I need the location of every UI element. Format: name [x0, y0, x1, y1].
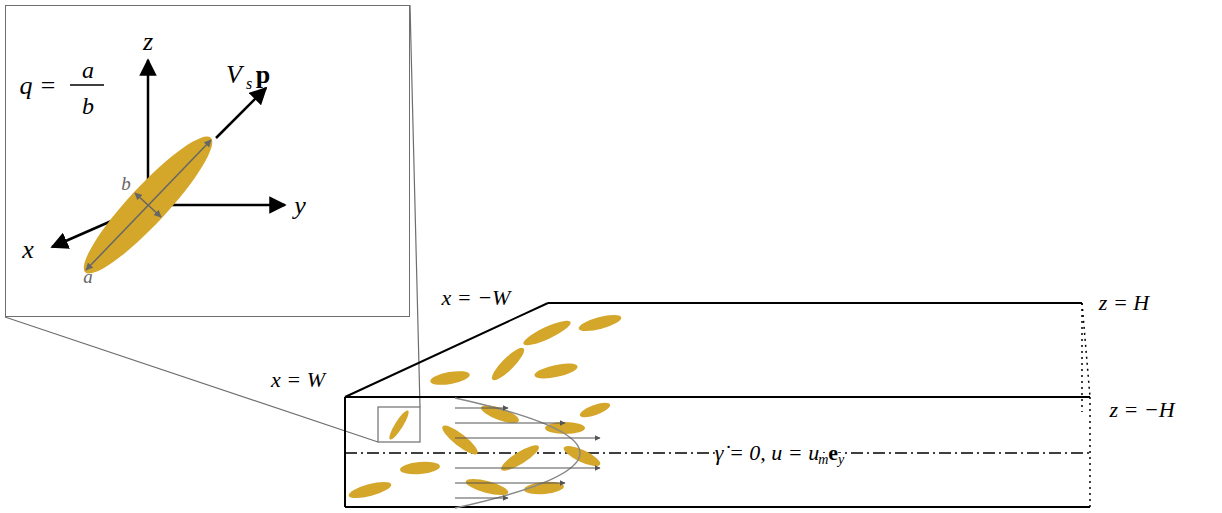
inset-box: q =abzyxbaVsp — [5, 5, 410, 317]
particle — [387, 408, 412, 441]
speed-symbol: V — [226, 62, 242, 88]
zoom-lines — [5, 5, 420, 442]
wall-label: x = W — [271, 369, 325, 391]
channel-open-end — [1082, 303, 1090, 507]
velocity-arrows — [455, 408, 600, 498]
subscript: m — [818, 453, 828, 467]
wall-label: x = −W — [442, 287, 511, 309]
axis-label: z — [143, 29, 153, 55]
axis-label: y — [294, 193, 306, 219]
velocity-profile — [455, 398, 580, 508]
direction-vector: p — [256, 62, 270, 88]
dimension-label: a — [83, 267, 93, 286]
fraction-bar — [70, 84, 104, 86]
zoom-square — [378, 407, 420, 442]
swim-arrow — [216, 88, 266, 138]
particles — [347, 312, 623, 502]
ratio-label: q = — [19, 73, 56, 99]
dimension-arrows — [86, 140, 211, 270]
wall-label: z = H — [1099, 292, 1149, 314]
channel — [345, 303, 1090, 507]
unit-vector: e — [828, 442, 838, 464]
subscript: y — [838, 453, 844, 467]
dimension-label: b — [121, 174, 131, 193]
particle-large — [71, 125, 224, 285]
axes — [52, 60, 285, 247]
fraction-numerator: a — [82, 58, 94, 82]
wall-label: z = −H — [1109, 399, 1174, 421]
fraction-denominator: b — [82, 94, 94, 118]
axis-label: x — [22, 237, 34, 263]
centerline-label: γ̇ = 0, u = u — [715, 442, 819, 464]
subscript: s — [246, 76, 252, 92]
